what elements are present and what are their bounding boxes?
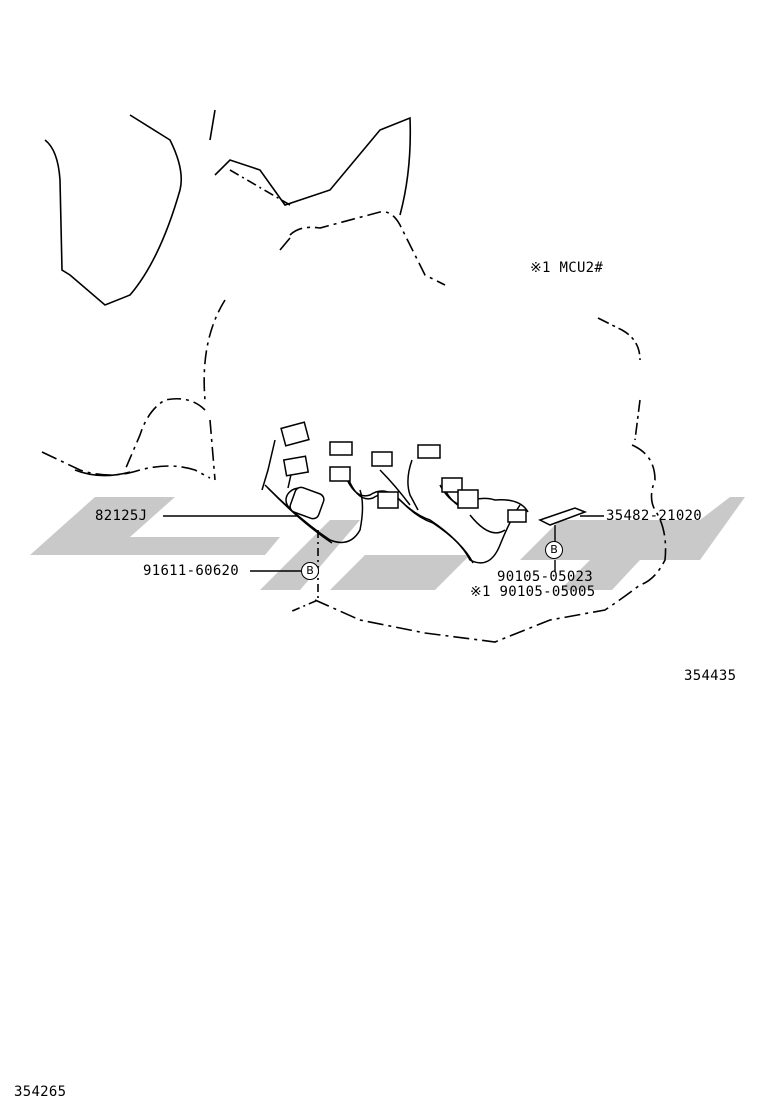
part-label-90105-05005[interactable]: ※1 90105-05005 [470, 584, 596, 600]
body-outline [41, 109, 667, 643]
note-mcu2: ※1 MCU2# [530, 260, 604, 276]
part-label-91611-60620[interactable]: 91611-60620 [143, 563, 240, 579]
marker-b-left: B [301, 562, 319, 580]
marker-b-right: B [545, 541, 563, 559]
part-label-35482-21020[interactable]: 35482-21020 [606, 508, 703, 524]
illustration-code: 354435 [684, 668, 737, 684]
leader-lines [163, 515, 604, 572]
part-label-82125j[interactable]: 82125J [95, 508, 148, 524]
connectors [280, 421, 588, 526]
page-code: 354265 [14, 1084, 67, 1100]
part-label-90105-05023[interactable]: 90105-05023 [497, 569, 594, 585]
watermark-logo [30, 497, 745, 590]
